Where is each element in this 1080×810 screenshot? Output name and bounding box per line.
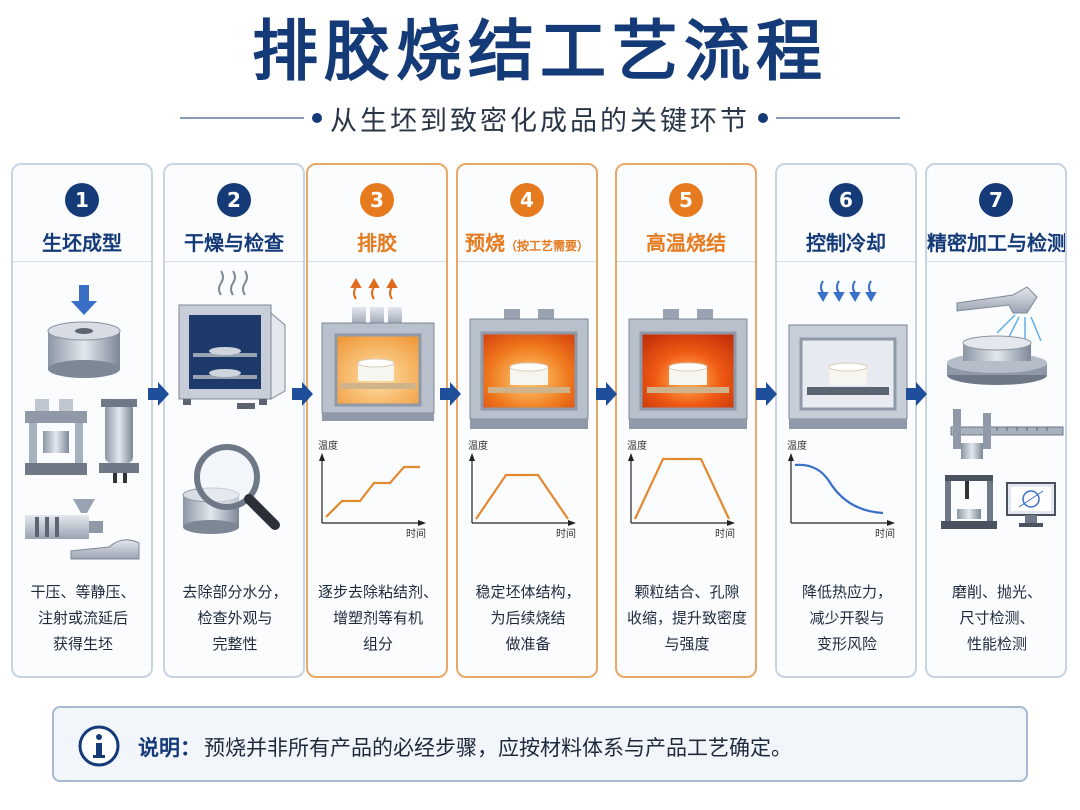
info-icon	[78, 725, 120, 767]
subtitle-row: 从生坯到致密化成品的关键环节	[180, 98, 900, 138]
step-card-4: 4 预烧（按工艺需要） 温度 时间 稳定坯体结构，为后续烧结做准备	[456, 163, 598, 678]
step-description: 颗粒结合、孔隙收缩，提升致密度与强度	[626, 583, 747, 653]
step-title: 精密加工与检测	[927, 231, 1067, 255]
press-machine-icon	[25, 399, 87, 475]
subtitle-line-left	[180, 117, 304, 119]
magnifier-icon	[182, 444, 280, 534]
step-title: 生坯成型	[42, 231, 122, 255]
isostatic-press-icon	[99, 399, 139, 483]
green-body-disc	[47, 321, 121, 378]
note-box: 说明： 预烧并非所有产品的必经步骤，应按材料体系与产品工艺确定。	[52, 706, 1028, 782]
subtitle: 从生坯到致密化成品的关键环节	[330, 105, 750, 137]
page-title: 排胶烧结工艺流程	[252, 13, 828, 90]
presintering-illustration: 温度 时间	[468, 309, 589, 540]
step-number: 2	[217, 183, 251, 217]
card-divider	[458, 261, 596, 262]
step-number: 6	[829, 183, 863, 217]
step-number: 7	[979, 183, 1013, 217]
heat-up-icon	[350, 277, 398, 300]
step-description: 降低热应力，减少开裂与变形风险	[801, 583, 892, 653]
subtitle-dot-right	[758, 113, 768, 123]
high-temp-sintering-illustration: 温度 时间	[627, 309, 748, 540]
card-divider	[777, 261, 915, 262]
axis-x-label: 时间	[715, 527, 735, 540]
axis-y-label: 温度	[318, 439, 338, 452]
measuring-station-icon	[941, 475, 1056, 529]
step-card-5: 5 高温烧结 温度 时间 颗粒结合、孔隙收缩，提升致密度与强度	[615, 163, 757, 678]
debinding-temperature-chart: 温度 时间	[318, 439, 426, 540]
step-number: 3	[360, 183, 394, 217]
machining-inspection-illustration	[941, 286, 1064, 529]
step-description: 去除部分水分，检查外观与完整性	[182, 583, 288, 653]
subtitle-line-right	[776, 117, 900, 119]
next-arrow-icon	[292, 382, 313, 406]
cooling-furnace-icon	[788, 324, 908, 429]
debinding-illustration: 温度 时间	[318, 277, 435, 540]
next-arrow-icon	[756, 382, 777, 406]
next-arrow-icon	[596, 382, 617, 406]
caliper-icon	[950, 409, 1064, 459]
step-card-2: 2 干燥与检查 去除部分水分，检查外观与完整性	[163, 163, 305, 678]
step-title: 预烧（按工艺需要）	[464, 231, 589, 255]
step-title: 控制冷却	[806, 231, 886, 255]
presintering-temperature-chart: 温度 时间	[468, 439, 576, 540]
step-title: 排胶	[357, 231, 397, 255]
arrow-down-icon	[71, 285, 97, 315]
step-card-1: 1 生坯成型	[11, 163, 153, 678]
step-description: 磨削、抛光、尺寸检测、性能检测	[951, 583, 1042, 653]
card-divider	[308, 261, 446, 262]
sintering-furnace-icon	[628, 309, 748, 429]
axis-x-label: 时间	[406, 527, 426, 540]
step-description: 逐步去除粘结剂、增塑剂等有机组分	[317, 583, 438, 653]
grinding-icon	[947, 286, 1047, 385]
step-card-7: 7 精密加工与检测	[925, 163, 1067, 678]
card-divider	[617, 261, 755, 262]
axis-x-label: 时间	[556, 527, 576, 540]
axis-y-label: 温度	[627, 439, 647, 452]
axis-y-label: 温度	[468, 439, 488, 452]
card-divider	[13, 261, 151, 262]
step-description: 干压、等静压、注射或流延后获得生坯	[30, 583, 136, 653]
green-body-forming-illustration	[25, 285, 140, 560]
step-card-3: 3 排胶 温度 时间 逐步去除粘结剂、增塑	[306, 163, 448, 678]
sintering-temperature-chart: 温度 时间	[627, 439, 735, 540]
cooling-temperature-chart: 温度 时间	[787, 439, 895, 540]
subtitle-dot-left	[312, 113, 322, 123]
card-divider	[927, 261, 1065, 262]
axis-x-label: 时间	[875, 527, 895, 540]
injection-molding-icon	[25, 499, 140, 560]
step-title: 高温烧结	[646, 231, 726, 255]
steam-icon	[218, 270, 248, 296]
drying-oven-icon	[178, 304, 286, 409]
card-divider	[165, 261, 303, 262]
drying-inspection-illustration	[178, 270, 286, 534]
next-arrow-icon	[906, 382, 927, 406]
controlled-cooling-illustration: 温度 时间	[787, 280, 908, 540]
note-label: 说明：	[138, 736, 201, 760]
presintering-furnace-icon	[469, 309, 589, 429]
step-title: 干燥与检查	[184, 231, 284, 255]
axis-y-label: 温度	[787, 439, 807, 452]
note-text: 预烧并非所有产品的必经步骤，应按材料体系与产品工艺确定。	[204, 736, 792, 760]
step-number: 1	[65, 183, 99, 217]
step-number: 4	[510, 183, 544, 217]
step-card-6: 6 控制冷却 温度 时间 降低热应力，减少开裂与变形风险	[775, 163, 917, 678]
next-arrow-icon	[440, 382, 461, 406]
next-arrow-icon	[148, 382, 169, 406]
step-number: 5	[669, 183, 703, 217]
cool-down-icon	[817, 280, 877, 303]
step-description: 稳定坯体结构，为后续烧结做准备	[475, 583, 581, 653]
debinding-furnace-icon	[321, 307, 435, 421]
